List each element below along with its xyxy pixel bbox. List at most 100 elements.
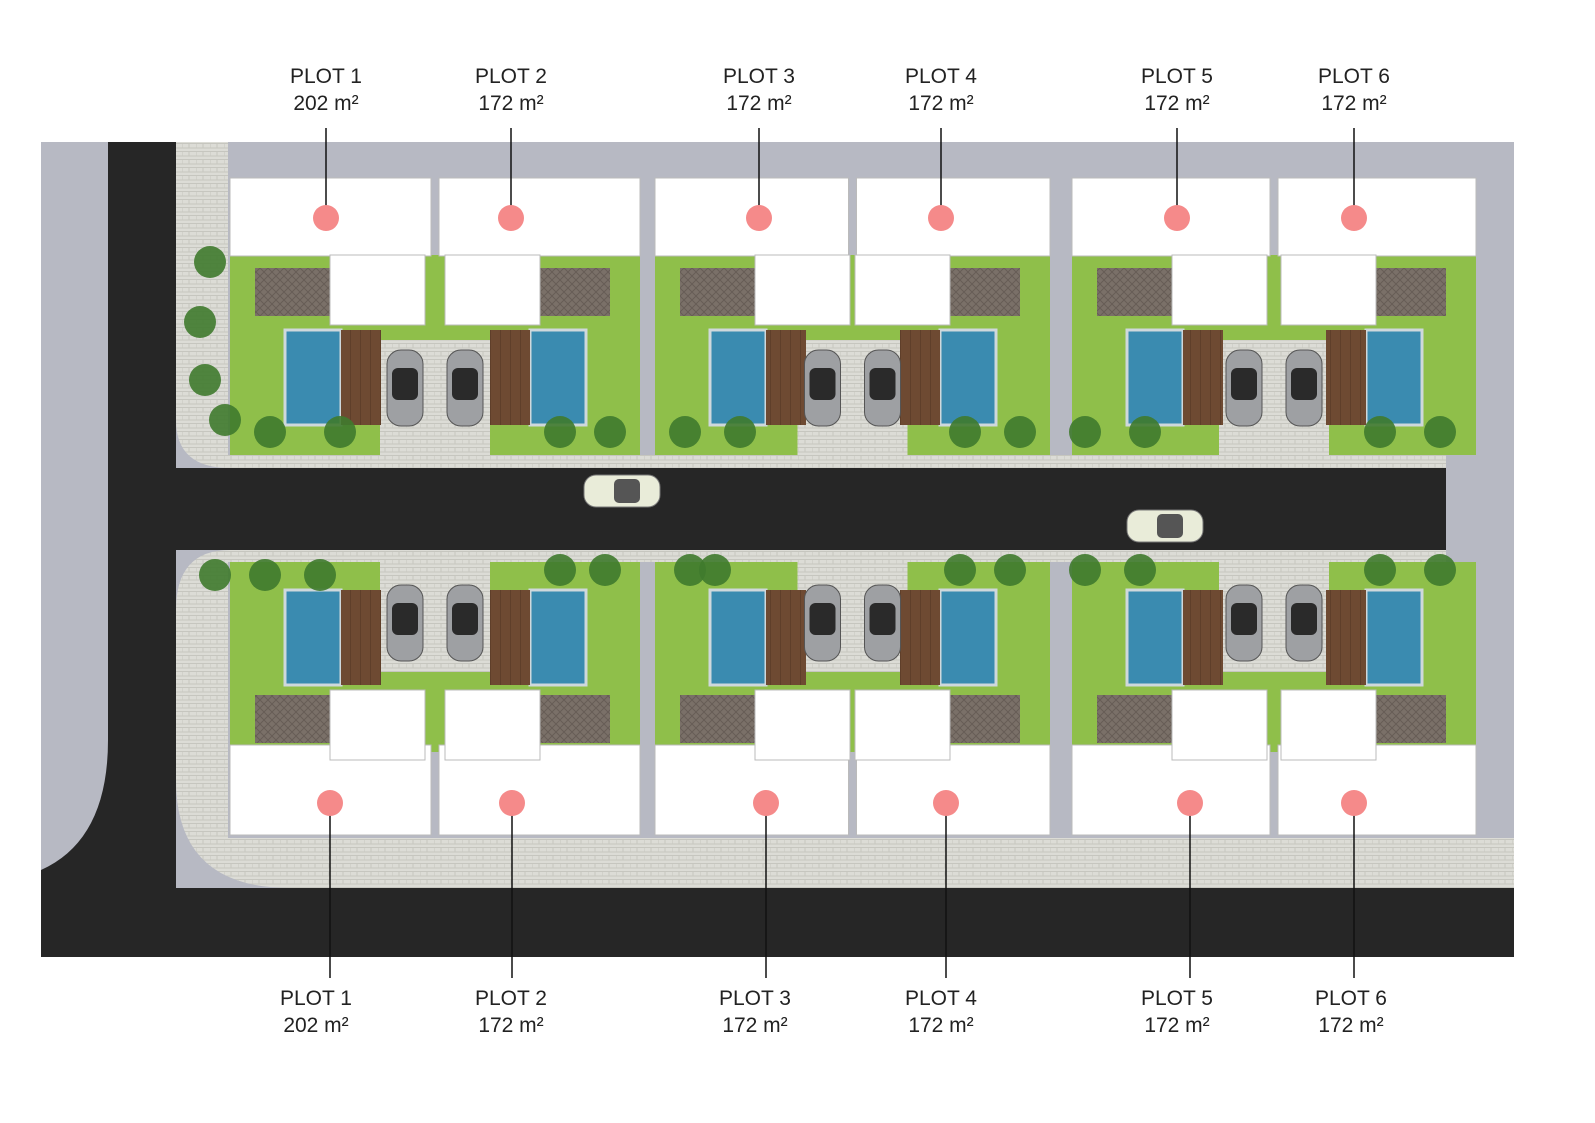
plot-name: PLOT 5 [1141,987,1213,1010]
roof-wing [1280,254,1377,326]
plot-name: PLOT 5 [1141,65,1213,88]
plot-marker [317,790,343,816]
plot-marker [313,205,339,231]
roof-wing [444,689,541,761]
tree [1069,416,1101,448]
pool [1364,328,1424,427]
plot-marker [1341,790,1367,816]
car-window [614,479,640,503]
pool [1125,328,1185,427]
roof-wing [854,689,951,761]
plot-marker [499,790,525,816]
tree [189,364,221,396]
pool [938,588,998,687]
plot-name: PLOT 3 [723,65,795,88]
plot-area: 202 m² [293,92,359,115]
pool [528,328,588,427]
plot-name: PLOT 6 [1315,987,1387,1010]
roof-wing [329,689,426,761]
sidewalks [176,142,1514,888]
tree [184,306,216,338]
tree [254,416,286,448]
plot-area: 172 m² [908,1014,974,1037]
pergola [530,695,610,743]
plot-area: 172 m² [908,92,974,115]
plot-name: PLOT 4 [905,65,977,88]
plot-area: 172 m² [478,92,544,115]
plot-leaders [313,128,1367,978]
roof-wing [1171,254,1268,326]
plot-label-3: PLOT 3 172 m² [689,63,829,117]
car-windshield [452,603,478,635]
car-windshield [809,603,836,635]
tree [249,559,281,591]
tree [1424,554,1456,586]
roof-wing [1280,689,1377,761]
roof-wing [1171,689,1268,761]
tree [209,404,241,436]
tree [194,246,226,278]
plot-label-5: PLOT 5 172 m² [1107,63,1247,117]
car-windshield [1291,603,1317,635]
pergola [530,268,610,316]
plot-name: PLOT 3 [719,987,791,1010]
plot-marker [498,205,524,231]
pergola [255,695,335,743]
plot-name: PLOT 1 [290,65,362,88]
tree [544,554,576,586]
tree [1004,416,1036,448]
pool [708,588,768,687]
plot-marker [753,790,779,816]
plot-area: 172 m² [722,1014,788,1037]
deck [1326,590,1366,685]
tree [674,554,706,586]
tree [724,416,756,448]
tree [544,416,576,448]
tree [1129,416,1161,448]
tree [669,416,701,448]
plot-area: 202 m² [283,1014,349,1037]
house-pair [229,177,641,455]
pergola [1366,268,1446,316]
plot-area: 172 m² [1144,1014,1210,1037]
deck [341,590,381,685]
tree [1364,554,1396,586]
pergola [680,695,760,743]
plot-label-4: PLOT 4 172 m² [871,63,1011,117]
deck [490,590,530,685]
plot-name: PLOT 4 [905,987,977,1010]
car-windshield [392,603,418,635]
tree [589,554,621,586]
pergola [1366,695,1446,743]
deck [900,330,940,425]
plot-area: 172 m² [1144,92,1210,115]
plot-area: 172 m² [1321,92,1387,115]
roof [438,177,641,257]
tree [304,559,336,591]
plot-name: PLOT 2 [475,987,547,1010]
pool [938,328,998,427]
deck [766,330,806,425]
plot-name: PLOT 1 [280,987,352,1010]
pergola [940,268,1020,316]
pergola [1097,695,1177,743]
deck [1183,330,1223,425]
plot-marker [1341,205,1367,231]
pergola [1097,268,1177,316]
roof-wing [854,254,951,326]
car-windshield [392,368,418,400]
pergola [255,268,335,316]
pergola [680,268,760,316]
plot-area: 172 m² [726,92,792,115]
car-window [1157,514,1183,538]
tree [699,554,731,586]
pergola [940,695,1020,743]
car-windshield [1231,603,1257,635]
tree [944,554,976,586]
deck [1183,590,1223,685]
pool [283,328,343,427]
